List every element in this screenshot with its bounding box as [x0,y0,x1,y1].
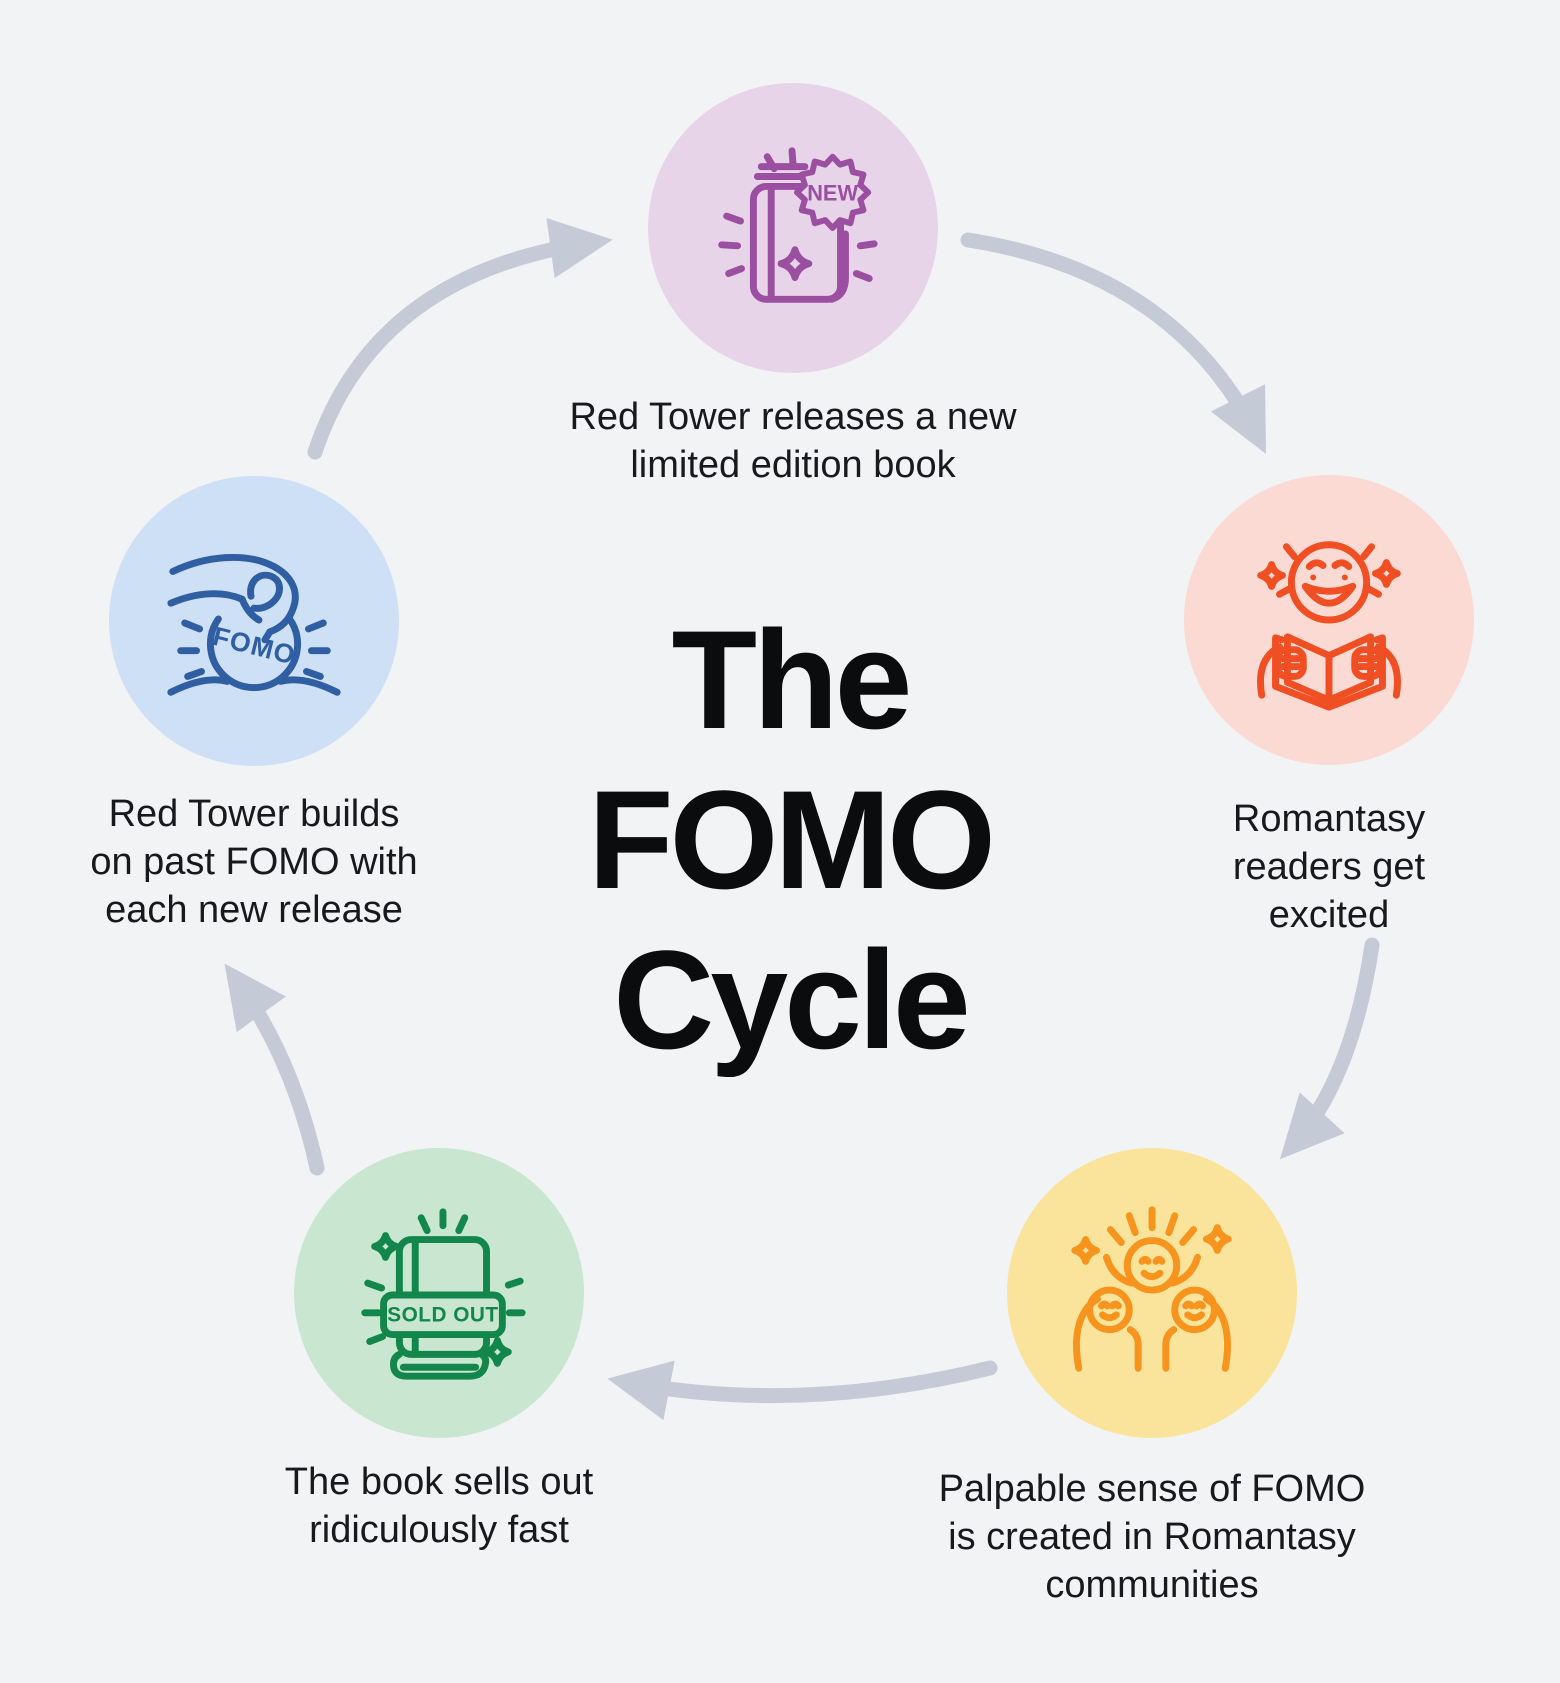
title-line: FOMO [588,761,996,918]
node-new-release: NEW Red Tower releases a new limited edi… [569,83,1017,486]
readers-excited-circle [1184,475,1474,765]
title-line: Cycle [613,921,971,1078]
node-label: Red Tower releases a new limited edition… [569,396,1017,486]
node-label: Red Tower builds on past FOMO with each … [90,793,418,931]
fomo-seed-text: FOMO [210,621,299,670]
title-line: The [671,601,913,758]
node-label: Palpable sense of FOMO is created in Rom… [938,1468,1366,1606]
node-readers-excited: Romantasy readers get excited [1184,475,1474,936]
sold-out-book-icon: SOLD OUT [361,1208,526,1380]
new-release-circle: NEW [648,83,938,373]
node-fomo-created: Palpable sense of FOMO is created in Rom… [939,1148,1365,1606]
fomo-seed-icon: FOMO [167,553,341,696]
fomo-created-circle [1007,1148,1297,1438]
node-label: Romantasy readers get excited [1232,798,1426,936]
sold-out-banner-text: SOLD OUT [387,1304,498,1327]
excited-reader-icon [1257,541,1401,711]
node-label: The book sells out ridiculously fast [284,1461,594,1551]
arrow-sellout-to-builds [224,963,325,1176]
celebrating-community-icon [1071,1206,1232,1372]
sells-out-circle: SOLD OUT [294,1148,584,1438]
arrow-excited-to-fomo [1279,937,1380,1160]
page-title: The FOMO Cycle [588,600,996,1080]
new-badge-starburst [793,153,872,231]
book-new-icon: NEW [718,147,878,303]
node-sells-out: SOLD OUT The book sells out ridiculously… [285,1148,593,1551]
node-builds-fomo: FOMO Red Tower builds on past FOMO with … [90,476,418,931]
arrow-fomo-to-sellout [607,1360,998,1421]
builds-fomo-circle: FOMO [109,476,399,766]
new-badge-text: NEW [807,180,858,205]
